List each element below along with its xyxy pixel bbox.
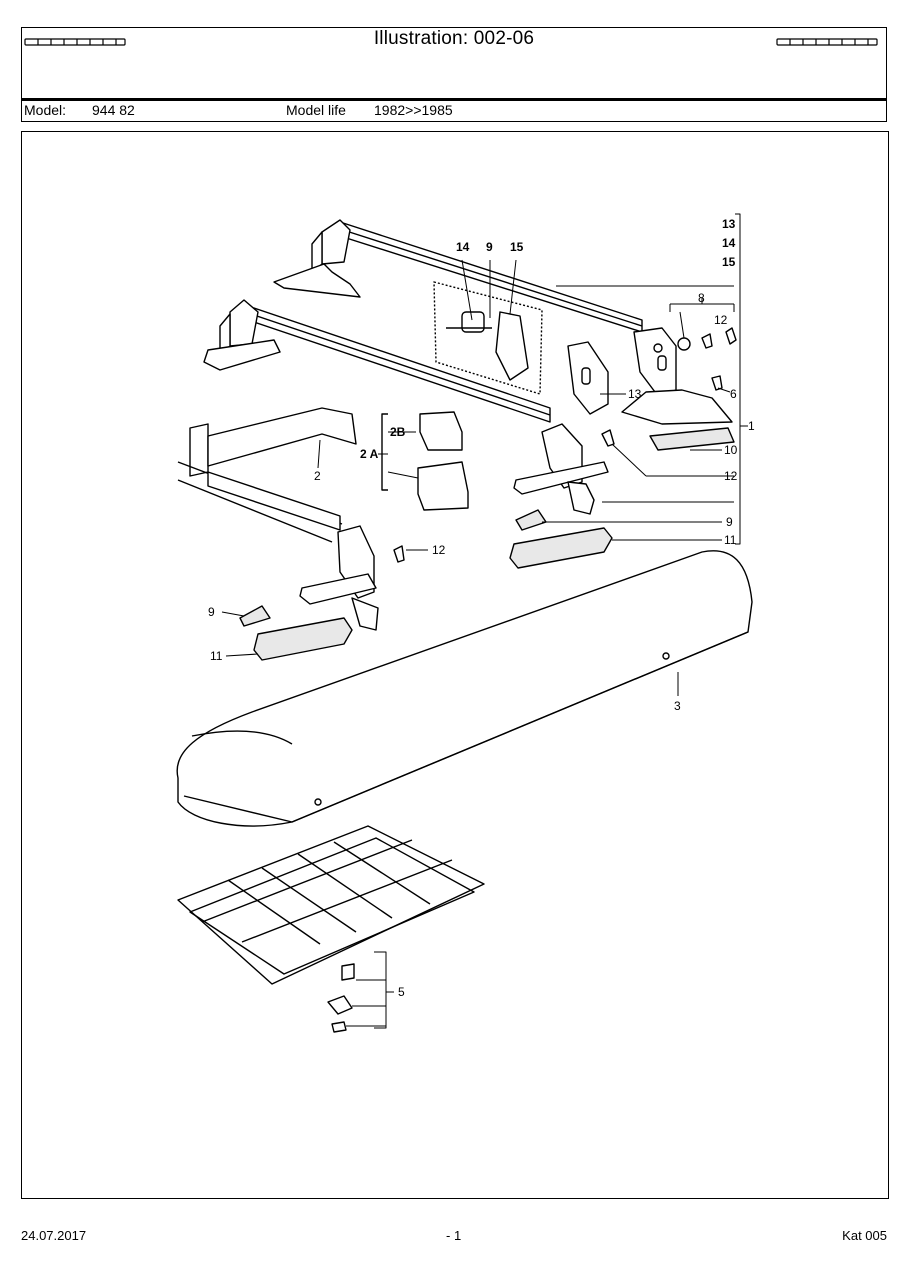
callout-8: 8 bbox=[698, 291, 705, 305]
callout-9-left: 9 bbox=[208, 605, 215, 619]
callout-14-part: 14 bbox=[456, 240, 470, 254]
footer-date: 24.07.2017 bbox=[21, 1228, 87, 1243]
callout-13-part: 13 bbox=[628, 387, 642, 401]
screw-part-8 bbox=[701, 333, 713, 349]
bolt-part-12-left bbox=[393, 545, 405, 563]
bolt-part-12-top bbox=[725, 327, 737, 345]
header-box: Illustration: 002-06 bbox=[21, 27, 887, 101]
nut-part-5 bbox=[331, 1021, 347, 1033]
callout-11-left: 11 bbox=[210, 649, 223, 663]
callout-13-list: 13 bbox=[722, 217, 736, 231]
pad-part-9-right bbox=[515, 509, 547, 531]
callout-1: 1 bbox=[748, 419, 755, 433]
porsche-logo-right bbox=[776, 38, 878, 46]
callout-14-list: 14 bbox=[722, 236, 736, 250]
bolt-part-6 bbox=[711, 375, 723, 391]
roof-rail-assembly bbox=[177, 407, 379, 631]
callout-9-top: 9 bbox=[486, 240, 493, 254]
clamp-part-13 bbox=[567, 341, 609, 415]
clamp-part-5 bbox=[327, 995, 353, 1015]
pad-part-11-right bbox=[509, 527, 613, 569]
screw-part-5 bbox=[341, 963, 355, 981]
model-life-label: Model life bbox=[286, 102, 346, 118]
callout-12-left: 12 bbox=[432, 543, 446, 557]
rear-crossbar-assembly bbox=[273, 219, 733, 425]
pad-part-9-left bbox=[239, 605, 271, 627]
parts-diagram-svg: 13 14 15 8 12 6 13 1 10 12 9 11 14 9 15 … bbox=[176, 213, 755, 1033]
bolt-part-12-mid bbox=[601, 429, 615, 447]
callout-11-right: 11 bbox=[724, 533, 737, 547]
illustration-title: Illustration: 002-06 bbox=[373, 28, 535, 49]
callout-10: 10 bbox=[724, 443, 738, 457]
footer-catalog: Kat 005 bbox=[842, 1228, 887, 1243]
callout-3: 3 bbox=[674, 699, 681, 713]
model-value: 944 82 bbox=[92, 102, 135, 118]
porsche-logo-left bbox=[24, 38, 126, 46]
inset-detail-clamp bbox=[433, 281, 543, 395]
parts-diagram: 13 14 15 8 12 6 13 1 10 12 9 11 14 9 15 … bbox=[21, 131, 889, 1199]
callout-15-part: 15 bbox=[510, 240, 524, 254]
pad-part-11-left bbox=[253, 617, 353, 661]
callout-6: 6 bbox=[730, 387, 737, 401]
callout-12-mid: 12 bbox=[724, 469, 738, 483]
front-crossbar-assembly bbox=[203, 299, 609, 515]
roof-box bbox=[176, 550, 753, 827]
luggage-rack bbox=[177, 825, 485, 1033]
pad-part-10 bbox=[649, 427, 735, 451]
bracket-part-1 bbox=[735, 213, 741, 545]
callout-12-top: 12 bbox=[714, 313, 728, 327]
bracket-part-5 bbox=[374, 951, 387, 1029]
fitting-part-2b bbox=[419, 411, 463, 451]
fitting-part-2a bbox=[417, 461, 469, 511]
callout-2a: 2 A bbox=[360, 447, 379, 461]
bracket-2a-2b bbox=[381, 413, 388, 491]
callout-2: 2 bbox=[314, 469, 321, 483]
model-label: Model: bbox=[24, 102, 67, 118]
model-row: Model: 944 82 Model life 1982>>1985 bbox=[21, 101, 887, 122]
callout-9-right: 9 bbox=[726, 515, 733, 529]
cap-part-8 bbox=[677, 337, 691, 351]
callout-15-list: 15 bbox=[722, 255, 736, 269]
model-life-value: 1982>>1985 bbox=[374, 102, 453, 118]
callout-5: 5 bbox=[398, 985, 405, 999]
footer-page: - 1 bbox=[446, 1228, 462, 1243]
callout-2b: 2B bbox=[390, 425, 406, 439]
